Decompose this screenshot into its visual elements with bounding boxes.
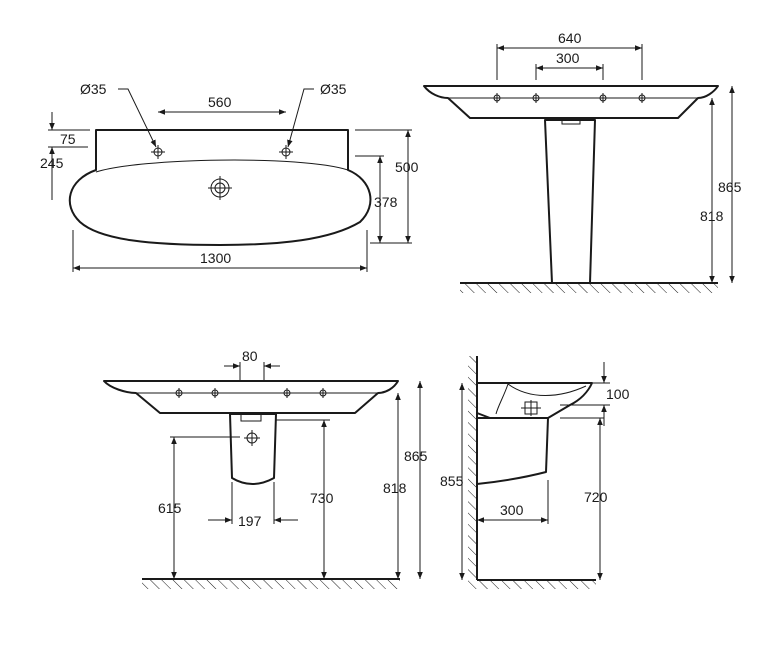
dim-tap-hole-right: Ø35 — [320, 81, 347, 97]
top-view: Ø35 Ø35 560 75 245 500 378 1300 — [40, 81, 419, 272]
dim-tap-hole-left: Ø35 — [80, 81, 107, 97]
dim-back-height: 75 — [60, 131, 76, 147]
dim-pedestal-height: 818 — [700, 208, 724, 224]
bowl-curve-side — [495, 383, 587, 415]
semi-pedestal-shroud — [229, 413, 277, 485]
basin-profile-side — [476, 382, 593, 419]
dim-trap-width: 197 — [238, 513, 262, 529]
floor-hatch-semi — [142, 580, 400, 589]
basin-profile-semi — [103, 380, 399, 414]
dim-total-depth: 500 — [395, 159, 419, 175]
tap-hole-right — [279, 145, 293, 159]
dim-shroud-height: 730 — [310, 490, 334, 506]
dim-trap-height: 615 — [158, 500, 182, 516]
profile-view: 100 855 300 720 — [440, 356, 630, 589]
dim-depth-rim: 100 — [606, 386, 630, 402]
floor-hatch-profile — [468, 580, 596, 589]
dim-fixing-span-inner: 300 — [556, 50, 580, 66]
dim-basin-rim-height: 818 — [383, 480, 407, 496]
dim-shroud-bottom: 720 — [584, 489, 608, 505]
dim-width: 1300 — [200, 250, 231, 266]
fixing-holes-semi — [174, 388, 328, 398]
tap-hole-left — [151, 145, 165, 159]
pedestal-view: 640 300 865 818 — [423, 30, 742, 293]
trap-outlet — [244, 430, 260, 446]
bowl-rim-plan — [95, 159, 349, 173]
semi-pedestal-view: 80 615 197 730 818 865 — [103, 348, 428, 589]
dim-front-depth: 245 — [40, 155, 64, 171]
shroud-side — [476, 417, 549, 485]
pedestal-column — [544, 119, 596, 284]
dim-bowl-depth: 378 — [374, 194, 398, 210]
floor-hatch-pedestal — [460, 284, 718, 293]
dim-projection: 300 — [500, 502, 524, 518]
dim-tap-spacing: 560 — [208, 94, 232, 110]
fixing-holes-pedestal — [492, 93, 647, 103]
dim-total-height-semi: 865 — [404, 448, 428, 464]
drain-plan — [208, 176, 232, 200]
wall-hatch — [468, 356, 477, 580]
waste-fitting-side — [521, 400, 541, 416]
basin-profile-pedestal — [423, 85, 719, 119]
dim-total-height-pedestal: 865 — [718, 179, 742, 195]
dim-wall-height: 855 — [440, 473, 464, 489]
dim-fixing-span-outer: 640 — [558, 30, 582, 46]
dim-fixing-spacing: 80 — [242, 348, 258, 364]
